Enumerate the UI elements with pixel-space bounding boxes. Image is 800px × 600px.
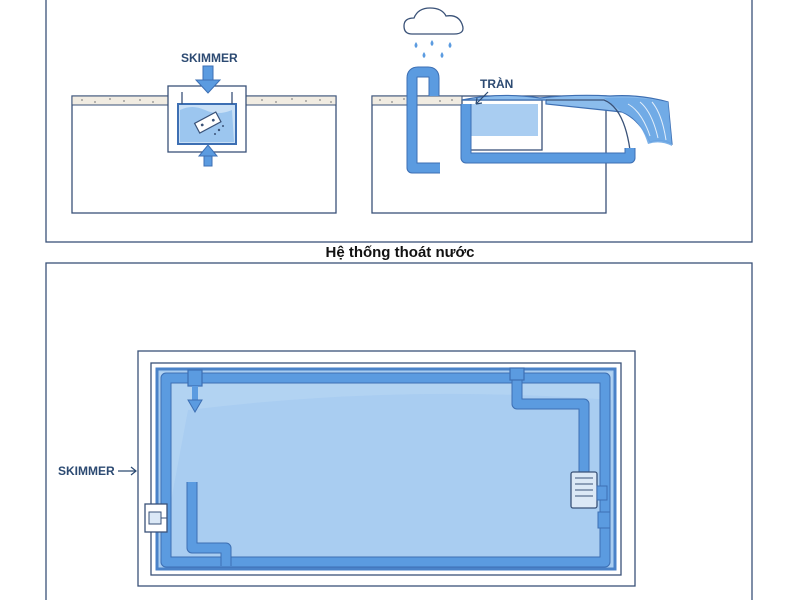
bottom-panel-frame: [45, 262, 753, 600]
bottom-panel: SKIMMER: [45, 262, 753, 600]
skimmer-box-icon: [144, 503, 168, 533]
arrow-up-icon: [197, 144, 219, 167]
overflow-label: TRÀN: [480, 76, 513, 91]
pump-icon: [570, 471, 608, 509]
leaf-debris-icon: [193, 111, 222, 134]
skimmer-cross-section: SKIMMER: [71, 51, 337, 214]
inlet-top-left: [187, 369, 203, 413]
rain-drops-icon: [414, 40, 452, 58]
drain-pipe: [187, 482, 231, 566]
skimmer-label-bottom: SKIMMER: [58, 464, 115, 478]
diagram-caption: Hệ thống thoát nước: [325, 244, 474, 261]
skimmer-arrow-icon: [118, 466, 137, 476]
skimmer-label-top: SKIMMER: [181, 51, 238, 65]
top-panel-frame: [45, 0, 753, 243]
arrow-down-icon: [194, 65, 222, 94]
pool-water-highlight: [160, 372, 612, 560]
rain-cloud-icon: [403, 7, 464, 35]
pump-outlet-pipe: [597, 511, 611, 529]
overflow-return-pipe: [461, 104, 635, 163]
top-panel: SKIMMER: [45, 0, 753, 243]
weir-wall: [546, 99, 631, 151]
deck-dots-right: [379, 98, 453, 103]
waterfall: [604, 97, 672, 146]
rain-drain-pipe: [407, 67, 440, 173]
deck-dots-left: [81, 98, 332, 103]
pump-supply-pipe: [512, 374, 589, 476]
debris-dots: [214, 125, 224, 135]
overflow-cross-section: TRÀN: [371, 7, 673, 214]
waterfall-streaks: [627, 101, 667, 141]
overflow-arrow-icon: [475, 91, 489, 105]
arrow-down-icon: [187, 399, 203, 413]
pipe-coupling-top: [509, 367, 525, 381]
perimeter-pipe: [161, 373, 610, 567]
basin-water: [470, 104, 538, 136]
